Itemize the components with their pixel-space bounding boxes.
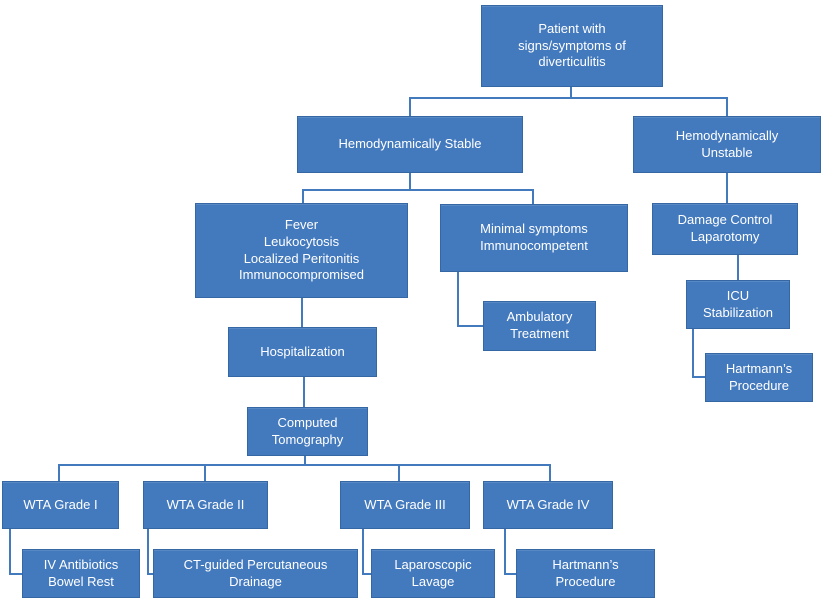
edge-wta4-to-hartmann: [504, 529, 516, 575]
node-ct-guided-percutaneous-drainage: CT-guided Percutaneous Drainage: [153, 549, 358, 598]
node-hartmanns-procedure-grade4: Hartmann’s Procedure: [516, 549, 655, 598]
node-hartmanns-procedure-unstable: Hartmann’s Procedure: [705, 353, 813, 402]
node-fever-leukocytosis: Fever Leukocytosis Localized Peritonitis…: [195, 203, 408, 298]
node-hemodynamically-unstable: Hemodynamically Unstable: [633, 116, 821, 173]
node-minimal-symptoms: Minimal symptoms Immunocompetent: [440, 204, 628, 272]
edge-minimal-to-ambulatory: [457, 272, 483, 327]
node-icu-stabilization: ICU Stabilization: [686, 280, 790, 329]
edge-wta2-to-ct-drainage: [147, 529, 153, 575]
edge-wta3-to-lavage: [362, 529, 371, 575]
node-ambulatory-treatment: Ambulatory Treatment: [483, 301, 596, 351]
edge-icu-to-hartmann: [692, 329, 705, 378]
node-damage-control-laparotomy: Damage Control Laparotomy: [652, 203, 798, 255]
node-hospitalization: Hospitalization: [228, 327, 377, 377]
edge-patient-split-rail: [409, 97, 728, 117]
edge-stable-split-rail: [302, 189, 534, 204]
node-patient-signs-symptoms: Patient with signs/symptoms of diverticu…: [481, 5, 663, 87]
node-laparoscopic-lavage: Laparoscopic Lavage: [371, 549, 495, 598]
edge-wta1-to-iv-antibiotics: [9, 529, 22, 575]
node-wta-grade-1: WTA Grade I: [2, 481, 119, 529]
node-hemodynamically-stable: Hemodynamically Stable: [297, 116, 523, 173]
node-computed-tomography: Computed Tomography: [247, 407, 368, 456]
node-wta-grade-2: WTA Grade II: [143, 481, 268, 529]
node-wta-grade-4: WTA Grade IV: [483, 481, 613, 529]
edge-ct-split-rail: [58, 464, 551, 481]
node-wta-grade-3: WTA Grade III: [340, 481, 470, 529]
node-iv-antibiotics-bowel-rest: IV Antibiotics Bowel Rest: [22, 549, 140, 598]
